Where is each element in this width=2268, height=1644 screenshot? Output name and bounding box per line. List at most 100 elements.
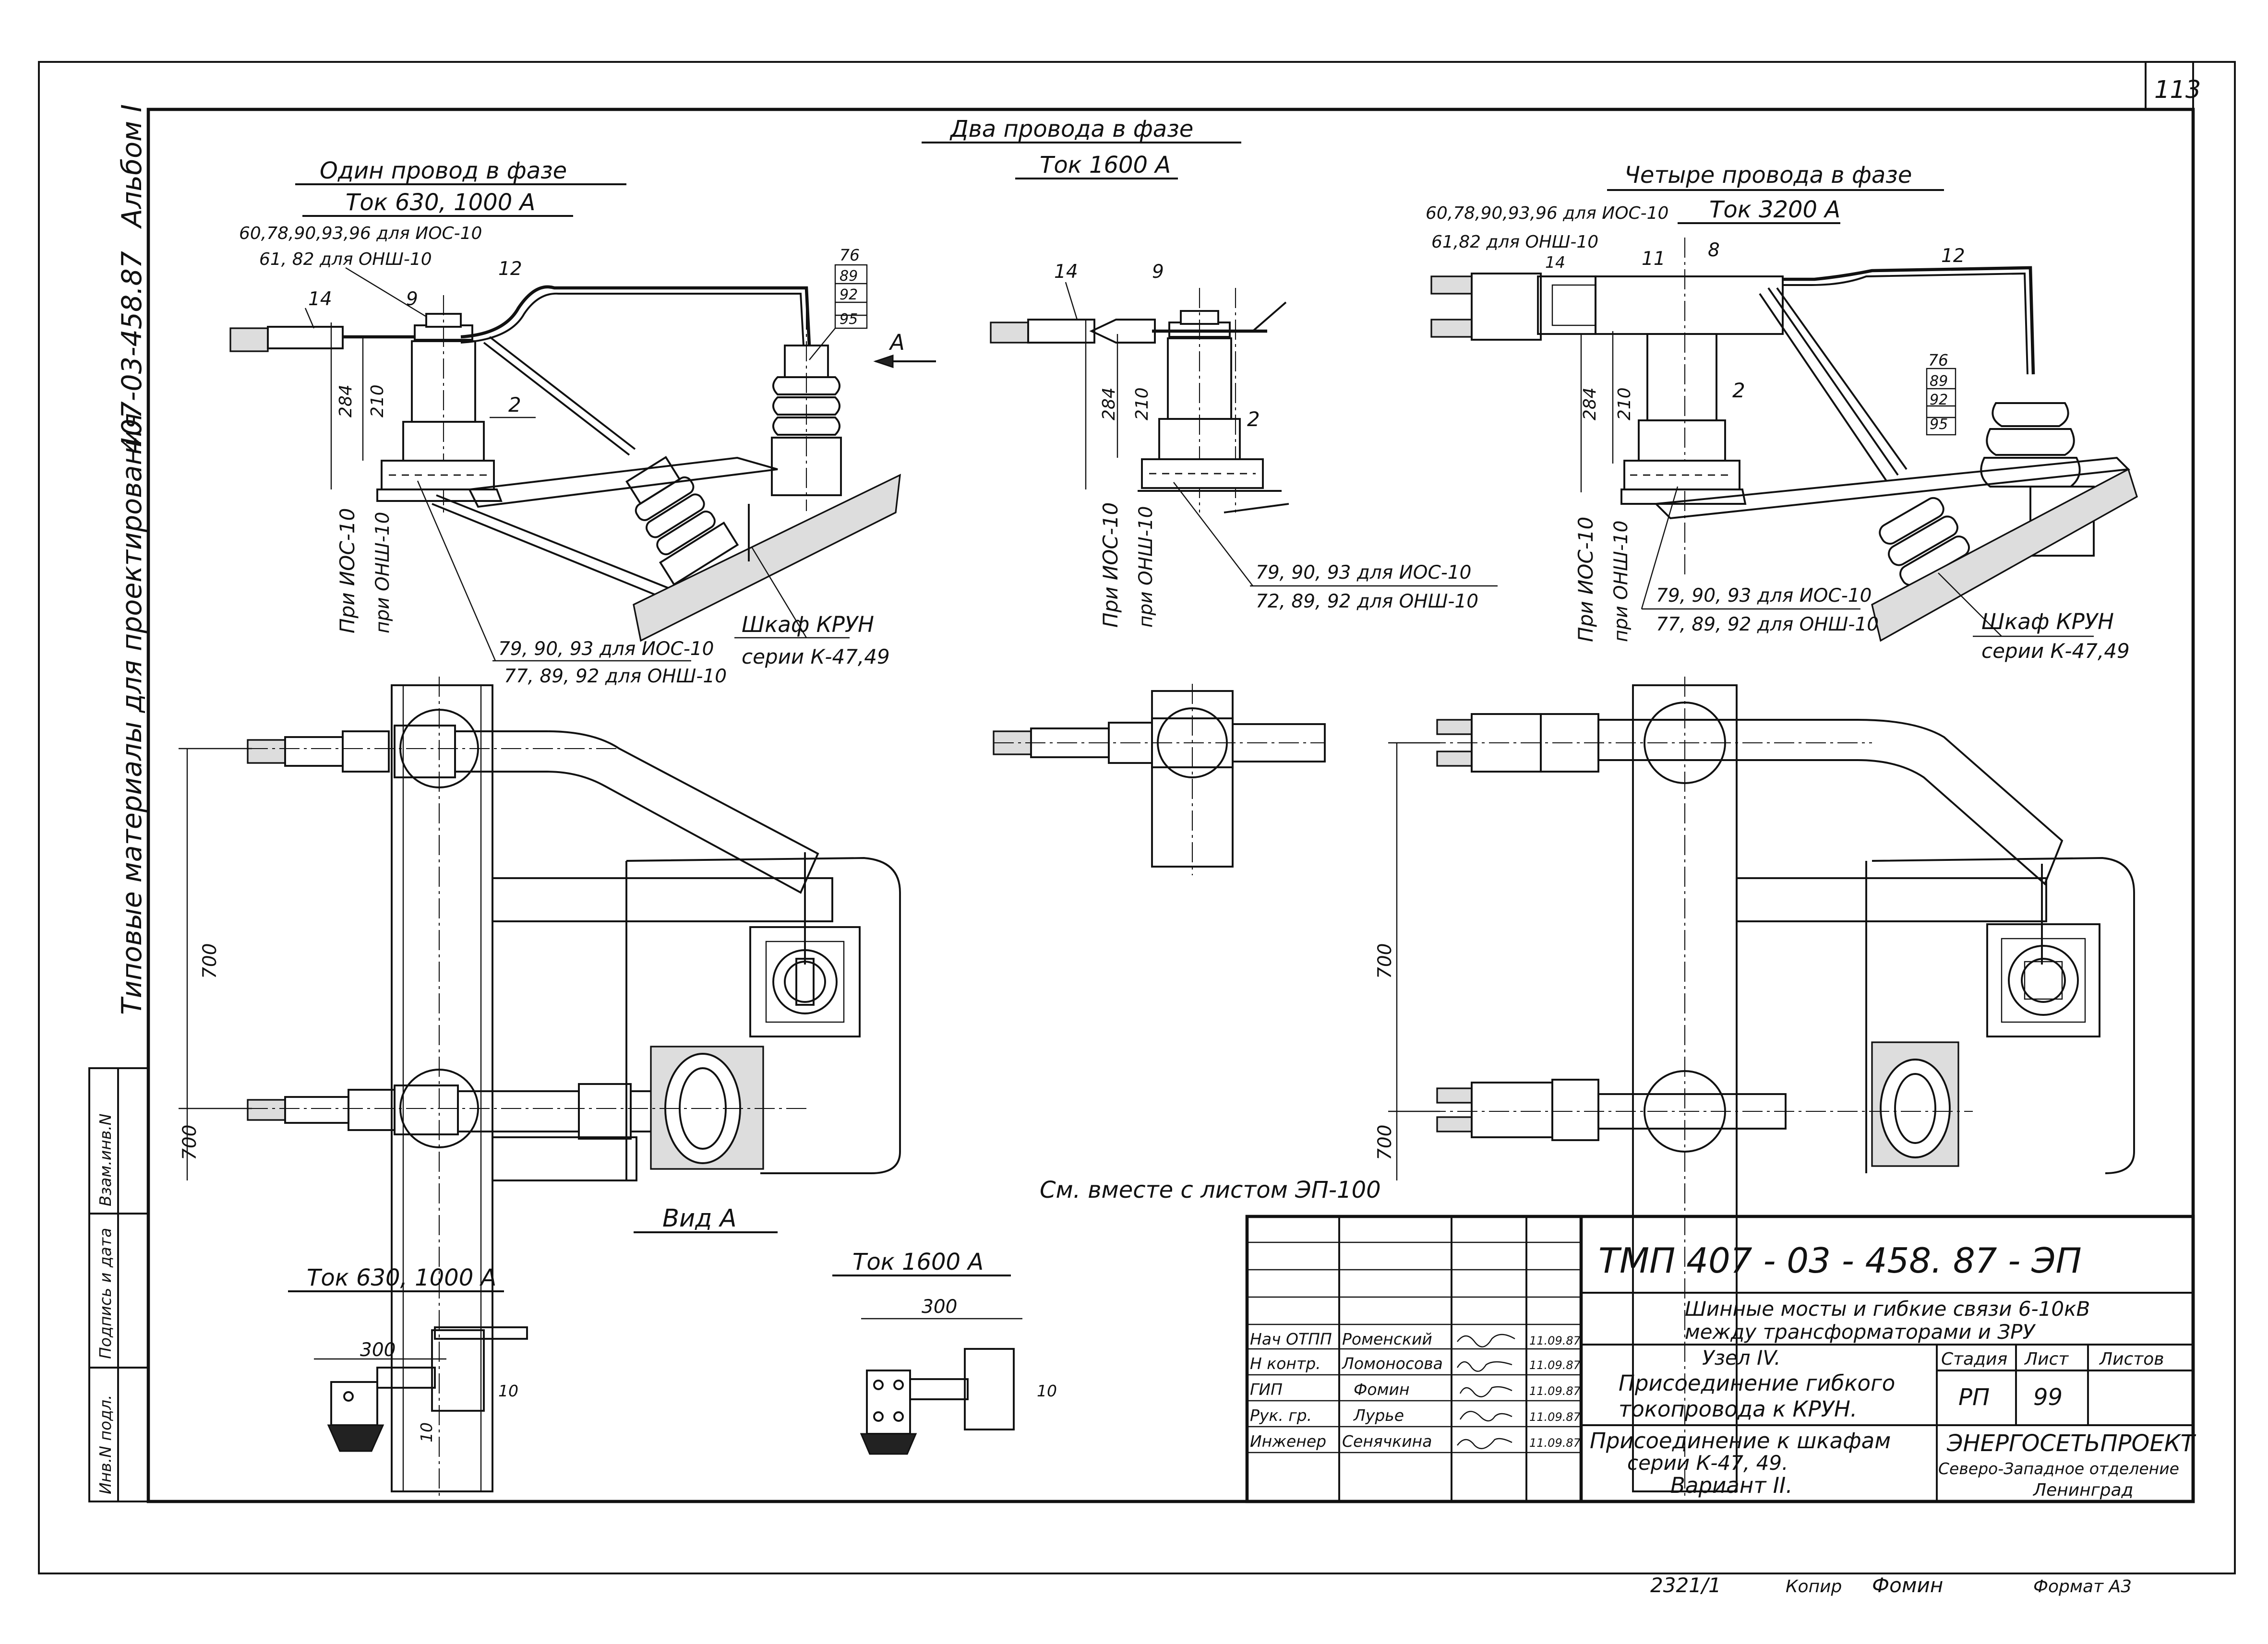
staff-role-4: Инженер: [1250, 1432, 1326, 1451]
staff-date-4: 11.09.87: [1529, 1436, 1581, 1450]
pri-onsh-c: при ОНШ-10: [1610, 521, 1632, 642]
view-a: Вид А Ток 630, 1000 А 300 10 10 Ток 1600…: [288, 1204, 1057, 1455]
pos-14-c: 14: [1545, 253, 1565, 272]
node-desc-2: токопровода к КРУН.: [1619, 1396, 1857, 1422]
stamp-replace-inv: Взам.инв.N: [96, 1114, 115, 1206]
org-name: ЭНЕРГОСЕТЬПРОЕКТ: [1946, 1430, 2196, 1457]
stamp-orig-inv: Инв.N подл.: [96, 1394, 115, 1494]
pos-14-b: 14: [1054, 261, 1078, 283]
org-city: Ленинград: [2032, 1480, 2133, 1500]
base-plate: [381, 460, 495, 490]
flex-bus-12-c: [1783, 266, 2035, 375]
staff-name-0: Роменский: [1342, 1330, 1432, 1348]
flex-bus-12-a: [460, 285, 811, 346]
staff-name-2: Фомин: [1354, 1380, 1410, 1399]
staff-name-4: Сенячкина: [1342, 1432, 1432, 1451]
pri-ios-c: При ИОС-10: [1574, 517, 1597, 642]
footer: 2321/1 Копир Фомин Формат А3: [1650, 1573, 2132, 1597]
staff-name-3: Лурье: [1353, 1406, 1404, 1425]
staff-date-2: 11.09.87: [1529, 1384, 1581, 1398]
cabinet-series-c: серии К-47,49: [1981, 639, 2130, 663]
cabinet-series-a: серии К-47,49: [742, 645, 890, 668]
sheets-header: Листов: [2099, 1349, 2164, 1369]
dim-284-b: 284: [1099, 387, 1119, 420]
section-two-wires: Два провода в фазе Ток 1600 А 14 9 2 284…: [922, 116, 1498, 628]
sheet-value: 99: [2033, 1384, 2063, 1411]
section-four-wires: Четыре провода в фазе Ток 3200 А 60,78,9…: [1426, 162, 2138, 663]
dim-210-c: 210: [1615, 387, 1634, 420]
title-block: ТМП 407 - 03 - 458. 87 - ЭП Шинные мосты…: [1245, 1215, 2196, 1503]
base-ios-2: 79, 90, 93 для ИОС-10: [1256, 562, 1471, 584]
signature-0: [1457, 1334, 1515, 1347]
pos-2-c: 2: [1732, 379, 1745, 402]
section-one-wire: Один провод в фазе Ток 630, 1000 А 60,78…: [229, 157, 936, 687]
plan-view-left: 700 700: [179, 677, 901, 1497]
ref-ios-right: 60,78,90,93,96 для ИОС-10: [1426, 203, 1668, 223]
plan-view-right: 700 700: [1374, 677, 2135, 1497]
node-label: Узел IV.: [1702, 1346, 1781, 1370]
outer-frame: [38, 61, 2236, 1574]
album-label: Альбом I: [116, 104, 148, 229]
dim-284-a: 284: [336, 384, 356, 417]
plan-view-center: [993, 684, 1326, 875]
staff-role-2: ГИП: [1250, 1380, 1283, 1399]
dim-700-right-b: 700: [1374, 1125, 1396, 1160]
svg-text:92: 92: [1930, 392, 1948, 408]
staff-role-3: Рук. гр.: [1250, 1406, 1312, 1425]
dim-700-left-b: 700: [179, 1125, 201, 1160]
pos-9-b: 9: [1152, 261, 1164, 283]
subject-line-1: Шинные мосты и гибкие связи 6-10кВ: [1685, 1297, 2090, 1321]
pos-12-a: 12: [498, 258, 522, 280]
see-also-note: См. вместе с листом ЭП-100: [1040, 1177, 1381, 1203]
krun-cabinet-c: [1871, 468, 2138, 642]
conn-desc-2: серии К-47, 49.: [1627, 1451, 1788, 1475]
stamp-sign-date: Подпись и дата: [96, 1228, 115, 1359]
view-a-current-1: Ток 630, 1000 А: [307, 1264, 496, 1291]
staff-date-1: 11.09.87: [1529, 1358, 1581, 1372]
cable-end: [229, 327, 269, 352]
one-wire-current: Ток 630, 1000 А: [346, 189, 535, 216]
cabinet-label-a: Шкаф КРУН: [742, 612, 874, 637]
footer-copied-by: Фомин: [1872, 1573, 1943, 1597]
signature-4: [1457, 1438, 1512, 1449]
materials-label: Типовые материалы для проектирования: [116, 413, 148, 1015]
sheet-number-box: [2145, 61, 2194, 110]
ref-onsh-left: 61, 82 для ОНШ-10: [259, 250, 432, 269]
doc-code: ТМП 407 - 03 - 458. 87 - ЭП: [1598, 1240, 2082, 1281]
variant-label: Вариант II.: [1670, 1473, 1793, 1498]
footer-format: Формат А3: [2033, 1577, 2132, 1596]
dim-300-b: 300: [922, 1296, 957, 1318]
pri-ios-a: При ИОС-10: [336, 508, 359, 633]
cabinet-label-c: Шкаф КРУН: [1981, 609, 2114, 634]
two-wires-title: Два провода в фазе: [949, 116, 1193, 143]
krun-cabinet-a: [633, 474, 901, 642]
staff-date-3: 11.09.87: [1529, 1410, 1581, 1424]
svg-text:95: 95: [1930, 416, 1948, 433]
base-onsh-1: 77, 89, 92 для ОНШ-10: [504, 666, 727, 687]
base-ios-3: 79, 90, 93 для ИОС-10: [1656, 585, 1872, 607]
dim-700-left-a: 700: [199, 943, 221, 979]
conn-desc-1: Присоединение к шкафам: [1590, 1428, 1891, 1453]
pos-2-a: 2: [508, 393, 521, 417]
svg-text:89: 89: [1930, 373, 1948, 390]
dim-10-a1: 10: [498, 1382, 518, 1400]
four-wires-title: Четыре провода в фазе: [1624, 162, 1912, 189]
staff-role-0: Нач ОТПП: [1250, 1330, 1332, 1348]
pos-9-a: 9: [406, 288, 418, 310]
pos-14-a: 14: [308, 288, 332, 310]
ref-ios-left: 60,78,90,93,96 для ИОС-10: [239, 224, 482, 243]
series-label: 407-03-458.87: [116, 251, 148, 453]
view-a-current-2: Ток 1600 А: [852, 1249, 984, 1275]
pos-8-c: 8: [1708, 239, 1720, 261]
svg-text:76: 76: [1928, 351, 1948, 369]
footer-copied: Копир: [1786, 1577, 1842, 1596]
sheet-header: Лист: [2024, 1349, 2069, 1369]
insulator-b: [625, 456, 739, 586]
insulator-a: [771, 310, 842, 511]
staff-date-0: 11.09.87: [1529, 1334, 1581, 1347]
sheet-number: 113: [2154, 76, 2201, 104]
pri-onsh-a: при ОНШ-10: [372, 512, 394, 633]
dim-300-a: 300: [360, 1339, 396, 1361]
node-desc-1: Присоединение гибкого: [1619, 1370, 1895, 1396]
